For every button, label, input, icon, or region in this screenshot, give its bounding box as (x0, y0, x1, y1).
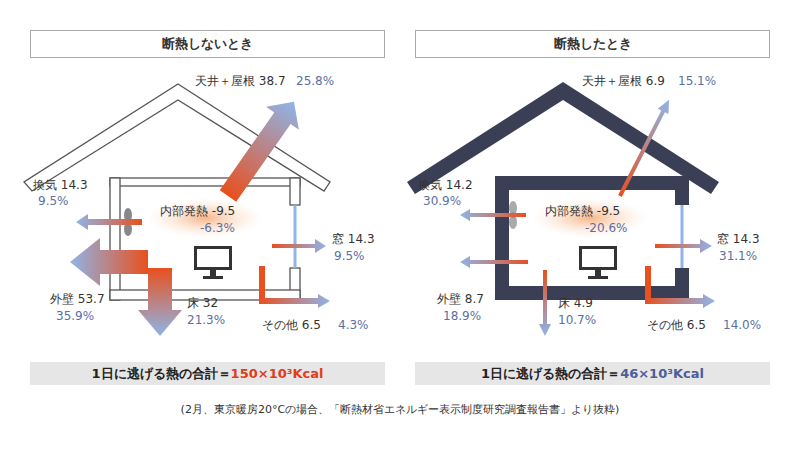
other-arrow (259, 266, 265, 302)
window-arrow (272, 239, 326, 253)
percent-label: -20.6% (585, 221, 627, 235)
value-label: 内部発熱 -9.5 (160, 204, 235, 218)
percent-label: 9.5% (334, 249, 365, 263)
roof-arrow (212, 90, 311, 207)
total-band: 1日に逃げる熱の合計＝150×10³Kcal (30, 362, 385, 385)
percent-label: 14.0% (723, 318, 761, 332)
panel-title: 断熱したとき (415, 30, 770, 58)
wall-arrow (460, 256, 528, 268)
value-label: 床 4.9 (558, 296, 593, 310)
box-text: 断熱したとき (554, 35, 632, 53)
floor-arrow (138, 268, 182, 336)
other-arrow (645, 266, 651, 302)
roof-arrow (615, 97, 675, 199)
value-label: その他 6.5 (647, 318, 706, 332)
window-arrow (655, 239, 712, 253)
other-arrow (645, 294, 715, 308)
monitor-icon (194, 246, 232, 279)
value-label: 換気 14.2 (418, 178, 473, 192)
value-label: その他 6.5 (262, 318, 321, 332)
percent-label: 30.9% (423, 194, 461, 208)
box-text: 1日に逃げる熱の合計＝ (481, 365, 620, 383)
percent-label: 25.8% (296, 74, 334, 88)
vent-arrow (76, 214, 142, 230)
monitor-icon (579, 246, 617, 279)
value-label: 換気 14.3 (33, 178, 88, 192)
percent-label: -6.3% (200, 221, 235, 235)
percent-label: 15.1% (678, 74, 716, 88)
percent-label: 21.3% (187, 313, 225, 327)
value-label: 内部発熱 -9.5 (545, 204, 620, 218)
value-label: 床 32 (187, 296, 218, 310)
percent-label: 18.9% (443, 309, 481, 323)
value-label: 外壁 53.7 (50, 292, 105, 306)
house-insulated (407, 82, 719, 300)
percent-label: 4.3% (338, 318, 369, 332)
caption: (2月、東京暖房20°Cの場合、「断熱材省エネルギー表示制度研究調査報告書」より… (0, 402, 800, 417)
total-value: 150×10³Kcal (231, 366, 324, 381)
percent-label: 35.9% (56, 309, 94, 323)
percent-label: 31.1% (719, 249, 757, 263)
floor-arrow (539, 270, 551, 336)
window (294, 205, 297, 268)
value-label: 窓 14.3 (332, 232, 375, 246)
house-outline (24, 84, 330, 300)
wall-arrow (70, 238, 148, 286)
value-label: 天井＋屋根 38.7 (195, 74, 286, 88)
window (681, 205, 684, 268)
panel-title: 断熱しないとき (30, 30, 385, 58)
percent-label: 10.7% (558, 313, 596, 327)
total-value: 46×10³Kcal (620, 366, 704, 381)
percent-label: 9.5% (38, 194, 69, 208)
value-label: 窓 14.3 (717, 232, 760, 246)
value-label: 外壁 8.7 (437, 292, 484, 306)
other-arrow (259, 294, 330, 308)
value-label: 天井＋屋根 6.9 (582, 74, 665, 88)
vent-arrow (460, 209, 526, 221)
internal-heat-glow (147, 198, 263, 238)
box-text: 断熱しないとき (162, 35, 253, 53)
box-text: 1日に逃げる熱の合計＝ (92, 365, 231, 383)
internal-heat-glow (532, 198, 648, 238)
total-band: 1日に逃げる熱の合計＝46×10³Kcal (415, 362, 770, 385)
